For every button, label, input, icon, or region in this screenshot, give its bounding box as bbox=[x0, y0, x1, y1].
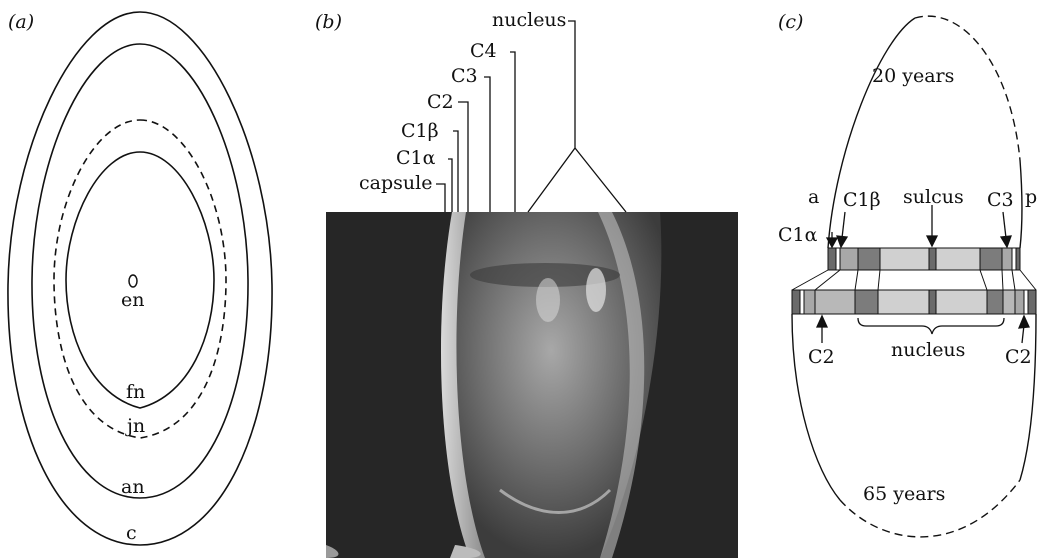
panel-c: (c) bbox=[778, 11, 1037, 537]
fetal-nucleus-label: fn bbox=[126, 381, 145, 403]
c1alpha-label-c: C1α bbox=[778, 224, 818, 246]
anterior-label: a bbox=[808, 186, 819, 208]
embryonic-nucleus-label: en bbox=[121, 289, 144, 311]
c3-label-c: C3 bbox=[987, 189, 1014, 211]
c2-label: C2 bbox=[427, 91, 454, 113]
panel-b: (b) nucleus C4 C3 C2 bbox=[315, 9, 738, 558]
band-connectors bbox=[792, 270, 1036, 290]
fetal-nucleus-outline bbox=[66, 152, 214, 408]
lens-outline-65-years bbox=[792, 314, 840, 500]
adult-nucleus-label: an bbox=[121, 476, 145, 498]
age-20-years-label: 20 years bbox=[872, 65, 954, 87]
c1beta-label-c: C1β bbox=[843, 189, 881, 211]
cortex-outline bbox=[8, 12, 272, 545]
sulcus-label: sulcus bbox=[903, 186, 964, 208]
zone-band-65-years bbox=[792, 290, 1036, 314]
cortex-label: c bbox=[126, 522, 137, 544]
lens-outline-20-years-right bbox=[1020, 160, 1022, 248]
panel-a: (a) en fn jn an c bbox=[8, 11, 272, 545]
embryonic-nucleus-mark bbox=[129, 275, 137, 287]
lens-section-photo bbox=[326, 212, 738, 558]
age-65-years-label: 65 years bbox=[863, 483, 945, 505]
c3-label: C3 bbox=[451, 65, 478, 87]
nucleus-brace bbox=[858, 318, 1004, 334]
c4-label: C4 bbox=[470, 40, 497, 62]
zone-leader-lines bbox=[436, 21, 626, 212]
c2-left-label: C2 bbox=[808, 346, 835, 368]
lens-outline-20-years bbox=[828, 18, 915, 248]
lens-outline-20-years-dashed bbox=[915, 16, 1020, 160]
posterior-label: p bbox=[1025, 186, 1037, 208]
c1alpha-label: C1α bbox=[396, 147, 436, 169]
c1beta-label: C1β bbox=[401, 120, 439, 142]
zone-band-20-years bbox=[828, 248, 1020, 270]
panel-b-label: (b) bbox=[315, 11, 342, 33]
capsule-label: capsule bbox=[359, 172, 432, 194]
nucleus-label-c: nucleus bbox=[891, 339, 965, 361]
annotation-arrows bbox=[817, 205, 1029, 343]
panel-c-label: (c) bbox=[778, 11, 803, 33]
panel-a-label: (a) bbox=[8, 11, 34, 33]
c2-right-label: C2 bbox=[1005, 346, 1032, 368]
juvenile-nucleus-label: jn bbox=[125, 415, 145, 437]
nucleus-label-b: nucleus bbox=[492, 9, 566, 31]
